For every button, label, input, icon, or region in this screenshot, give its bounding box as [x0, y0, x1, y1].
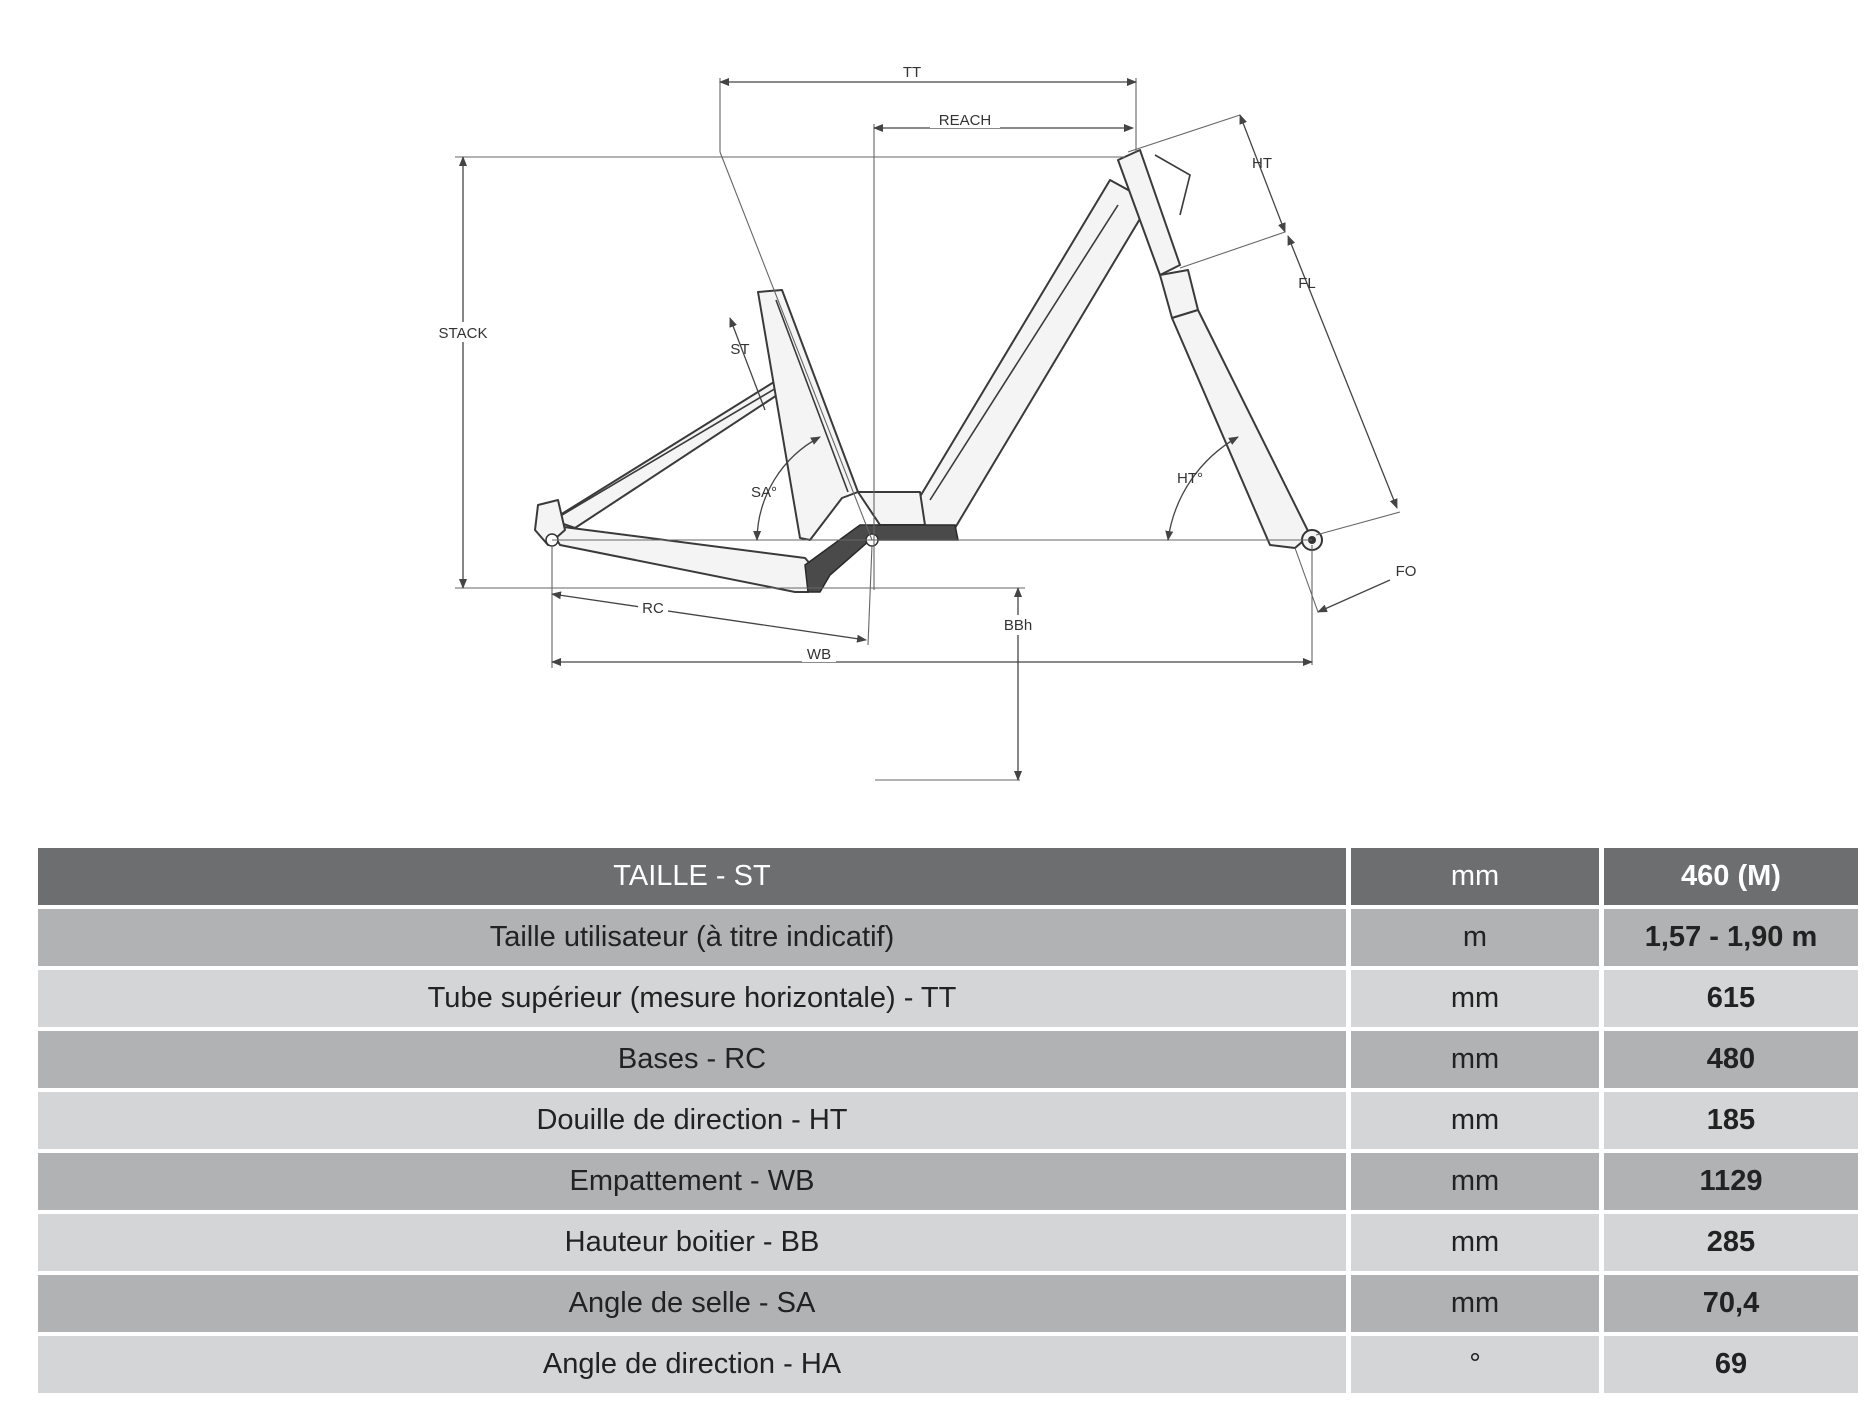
geometry-table: TAILLE - ST mm 460 (M) Taille utilisateu…	[38, 848, 1858, 1397]
table-row: Taille utilisateur (à titre indicatif) m…	[38, 909, 1858, 970]
label-stack: STACK	[439, 325, 488, 342]
row-value: 615	[1604, 970, 1858, 1031]
header-size-value: 460 (M)	[1604, 848, 1858, 909]
dimension-labels: TT REACH STACK ST HT FL SA° HT° RC BBh W…	[436, 62, 1416, 663]
row-unit: mm	[1351, 1214, 1604, 1275]
row-label: Taille utilisateur (à titre indicatif)	[38, 909, 1351, 970]
row-label: Angle de direction - HA	[38, 1336, 1351, 1397]
row-value: 70,4	[1604, 1275, 1858, 1336]
frame-geometry-diagram: TT REACH STACK ST HT FL SA° HT° RC BBh W…	[436, 62, 1417, 781]
label-st: ST	[730, 341, 749, 358]
row-unit: °	[1351, 1336, 1604, 1397]
label-fl: FL	[1298, 275, 1316, 292]
row-unit: mm	[1351, 1275, 1604, 1336]
row-unit: mm	[1351, 970, 1604, 1031]
row-label: Bases - RC	[38, 1031, 1351, 1092]
header-unit: mm	[1351, 848, 1604, 909]
row-label: Douille de direction - HT	[38, 1092, 1351, 1153]
label-ha: HT°	[1177, 470, 1203, 487]
row-unit: mm	[1351, 1031, 1604, 1092]
bike-frame-drawing	[534, 149, 1323, 593]
header-size-label: TAILLE - ST	[38, 848, 1351, 909]
row-label: Hauteur boitier - BB	[38, 1214, 1351, 1275]
table-row: Empattement - WB mm 1129	[38, 1153, 1858, 1214]
label-bbh: BBh	[1004, 617, 1032, 634]
label-rc: RC	[642, 600, 664, 617]
row-label: Empattement - WB	[38, 1153, 1351, 1214]
label-wb: WB	[807, 646, 831, 663]
table-row: Hauteur boitier - BB mm 285	[38, 1214, 1858, 1275]
label-fo: FO	[1396, 563, 1417, 580]
table-row: Douille de direction - HT mm 185	[38, 1092, 1858, 1153]
table-row: Angle de selle - SA mm 70,4	[38, 1275, 1858, 1336]
label-tt: TT	[903, 64, 921, 81]
row-unit: mm	[1351, 1153, 1604, 1214]
label-sa: SA°	[751, 484, 777, 501]
row-unit: m	[1351, 909, 1604, 970]
table-row: Angle de direction - HA ° 69	[38, 1336, 1858, 1397]
row-value: 285	[1604, 1214, 1858, 1275]
row-unit: mm	[1351, 1092, 1604, 1153]
label-ht: HT	[1252, 155, 1272, 172]
row-value: 185	[1604, 1092, 1858, 1153]
label-reach: REACH	[939, 112, 992, 129]
row-value: 1,57 - 1,90 m	[1604, 909, 1858, 970]
row-label: Angle de selle - SA	[38, 1275, 1351, 1336]
row-label: Tube supérieur (mesure horizontale) - TT	[38, 970, 1351, 1031]
table-row: Bases - RC mm 480	[38, 1031, 1858, 1092]
row-value: 1129	[1604, 1153, 1858, 1214]
row-value: 69	[1604, 1336, 1858, 1397]
row-value: 480	[1604, 1031, 1858, 1092]
table-row: Tube supérieur (mesure horizontale) - TT…	[38, 970, 1858, 1031]
table-header-row: TAILLE - ST mm 460 (M)	[38, 848, 1858, 909]
